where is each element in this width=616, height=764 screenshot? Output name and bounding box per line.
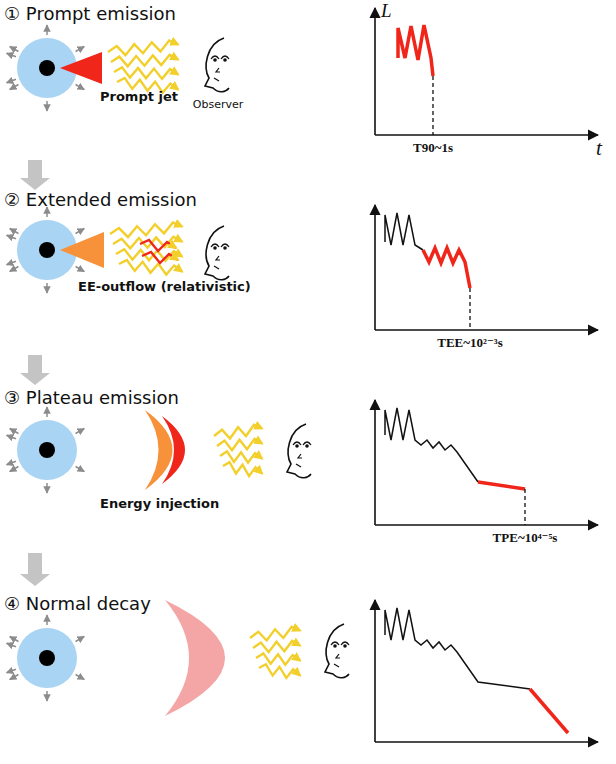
wind-arrow xyxy=(7,235,16,238)
phase-title: ④ Normal decay xyxy=(4,594,151,615)
luminosity-axis xyxy=(374,400,376,525)
photon-arrow xyxy=(250,627,300,641)
central-engine xyxy=(7,407,85,493)
prompt-lightcurve xyxy=(385,213,423,250)
wind-arrow xyxy=(10,467,19,472)
wind-arrow xyxy=(7,53,16,56)
wind-arrow xyxy=(10,267,19,272)
photon-arrow xyxy=(119,260,182,275)
wind-arrow xyxy=(7,669,16,672)
photon-arrow xyxy=(220,451,262,462)
decay-lightcurve xyxy=(530,689,568,733)
photon-arrow xyxy=(259,664,300,678)
photon-arrow xyxy=(110,222,182,237)
wind-arrow xyxy=(7,261,16,264)
wind-arrow xyxy=(10,429,19,434)
part-label: Prompt jet xyxy=(100,90,178,105)
wind-arrow xyxy=(46,283,48,293)
photon-arrow xyxy=(256,653,300,664)
luminosity-axis xyxy=(374,8,376,135)
phase-arrow xyxy=(20,160,50,190)
wind-arrow xyxy=(46,615,48,625)
photon-arrow xyxy=(223,462,262,476)
wind-arrow xyxy=(46,691,48,701)
wind-arrow xyxy=(10,637,19,642)
black-hole xyxy=(39,650,55,666)
photon-arrow xyxy=(140,240,176,251)
phase-title: ③ Plateau emission xyxy=(4,388,179,409)
wind-arrow xyxy=(10,229,19,234)
axis-label: L xyxy=(381,0,392,22)
wind-arrow xyxy=(46,483,48,493)
early-lightcurve xyxy=(385,608,530,689)
early-lightcurve xyxy=(385,408,478,482)
duration-label: TEE~10²⁻³s xyxy=(437,336,503,351)
prompt-lightcurve xyxy=(398,25,433,76)
wind-arrow xyxy=(76,675,85,680)
black-hole xyxy=(39,60,55,76)
wind-arrow xyxy=(76,267,85,272)
wind-arrow xyxy=(76,467,85,472)
luminosity-axis xyxy=(374,205,376,330)
phase-title: ① Prompt emission xyxy=(4,4,176,25)
duration-marker xyxy=(432,76,433,135)
part-label: EE-outflow (relativistic) xyxy=(78,280,251,295)
observer-label: Observer xyxy=(193,99,243,112)
duration-label: T90~1s xyxy=(413,141,453,156)
wind-arrow xyxy=(10,47,19,52)
observer-face xyxy=(205,226,229,280)
luminosity-axis xyxy=(374,600,376,742)
time-axis xyxy=(375,329,598,331)
black-hole xyxy=(39,442,55,458)
photon-arrow xyxy=(142,252,178,263)
wind-arrow xyxy=(7,461,16,464)
decelerating-shell xyxy=(165,600,225,716)
wind-arrow xyxy=(76,229,85,234)
observer-face xyxy=(287,424,311,478)
part-label: Energy injection xyxy=(100,497,219,512)
duration-marker xyxy=(469,288,470,330)
wind-arrow xyxy=(7,643,16,646)
star-circle xyxy=(17,420,77,480)
wind-arrow xyxy=(46,407,48,417)
star-circle xyxy=(17,628,77,688)
photon-arrow xyxy=(111,55,178,67)
wind-arrow xyxy=(76,637,85,642)
ee-outflow xyxy=(60,232,104,268)
photon-arrow xyxy=(217,439,262,450)
prompt-jet xyxy=(60,52,102,84)
time-axis xyxy=(375,134,598,136)
inner-shell xyxy=(162,416,185,484)
wind-arrow xyxy=(46,25,48,35)
time-axis xyxy=(375,741,598,743)
central-engine xyxy=(7,615,85,701)
wind-arrow xyxy=(76,47,85,52)
time-axis xyxy=(375,524,598,526)
plateau-lightcurve xyxy=(478,482,525,489)
wind-arrow xyxy=(76,85,85,90)
photon-arrow xyxy=(214,425,262,439)
observer-face xyxy=(205,38,229,92)
phase-title: ② Extended emission xyxy=(4,190,197,211)
wind-arrow xyxy=(46,101,48,111)
duration-label: TPE~10⁴⁻⁵s xyxy=(493,531,558,546)
photon-arrow xyxy=(113,237,182,249)
wind-arrow xyxy=(76,429,85,434)
phase-arrow xyxy=(20,553,50,586)
wind-arrow xyxy=(7,435,16,438)
axis-label: t xyxy=(596,136,602,160)
observer-face xyxy=(325,624,349,678)
photon-arrow xyxy=(108,40,178,55)
extended-lightcurve xyxy=(423,248,470,288)
phase-arrow xyxy=(20,355,50,385)
duration-marker xyxy=(524,489,525,525)
wind-arrow xyxy=(10,675,19,680)
wind-arrow xyxy=(7,79,16,82)
photon-arrow xyxy=(253,641,300,652)
black-hole xyxy=(39,242,55,258)
wind-arrow xyxy=(10,85,19,90)
